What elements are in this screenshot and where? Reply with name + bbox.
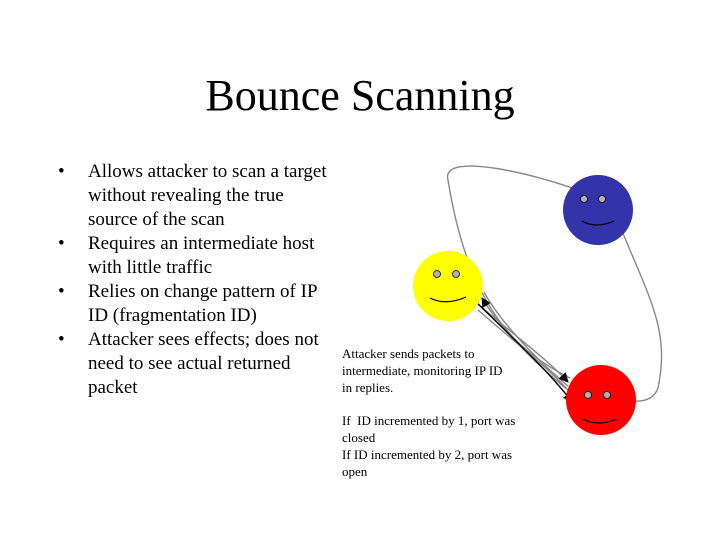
rule-open-text: If ID incremented by 2, port was open [342, 447, 513, 479]
rule-closed-text: If ID incremented by 1, port was closed [342, 413, 519, 445]
smile-icon [429, 296, 467, 303]
bullet-marker: • [58, 281, 65, 302]
eye-icon [603, 391, 611, 399]
slide-title: Bounce Scanning [205, 71, 515, 120]
eye-icon [580, 195, 588, 203]
bullet-text: Allows attacker to scan a target without… [88, 161, 327, 230]
smiley-face-icon [566, 365, 636, 435]
bullet-marker: • [58, 233, 65, 254]
bullet-marker: • [58, 329, 65, 350]
eye-icon [452, 270, 460, 278]
attacker-sends-note: Attacker sends packets to intermediate, … [342, 346, 503, 395]
bullet-item: • Requires an intermediate host with litt… [58, 232, 328, 280]
smiley-face-icon [563, 175, 633, 245]
eye-icon [433, 270, 441, 278]
bullet-text: Attacker sees effects; does not need to … [88, 329, 319, 398]
smiley-face-icon [413, 251, 483, 321]
attacker-node [566, 365, 636, 435]
bullet-item: • Attacker sees effects; does not need to… [58, 328, 328, 400]
target-node [563, 175, 633, 245]
intermediate-node [413, 251, 483, 321]
smile-icon [581, 220, 615, 226]
eye-icon [598, 195, 606, 203]
bullet-text: Relies on change pattern of IP ID (fragm… [88, 281, 317, 326]
ip-id-rules-note: If ID incremented by 1, port was closed … [342, 412, 517, 480]
bullet-marker: • [58, 161, 65, 182]
bullet-list: • Allows attacker to scan a target withou… [58, 160, 328, 400]
monitoring-arrow [469, 295, 573, 403]
eye-icon [584, 391, 592, 399]
smile-icon [582, 418, 618, 424]
bullet-item: • Relies on change pattern of IP ID (frag… [58, 280, 328, 328]
bullet-text: Requires an intermediate host with littl… [88, 233, 315, 278]
bullet-item: • Allows attacker to scan a target withou… [58, 160, 328, 232]
